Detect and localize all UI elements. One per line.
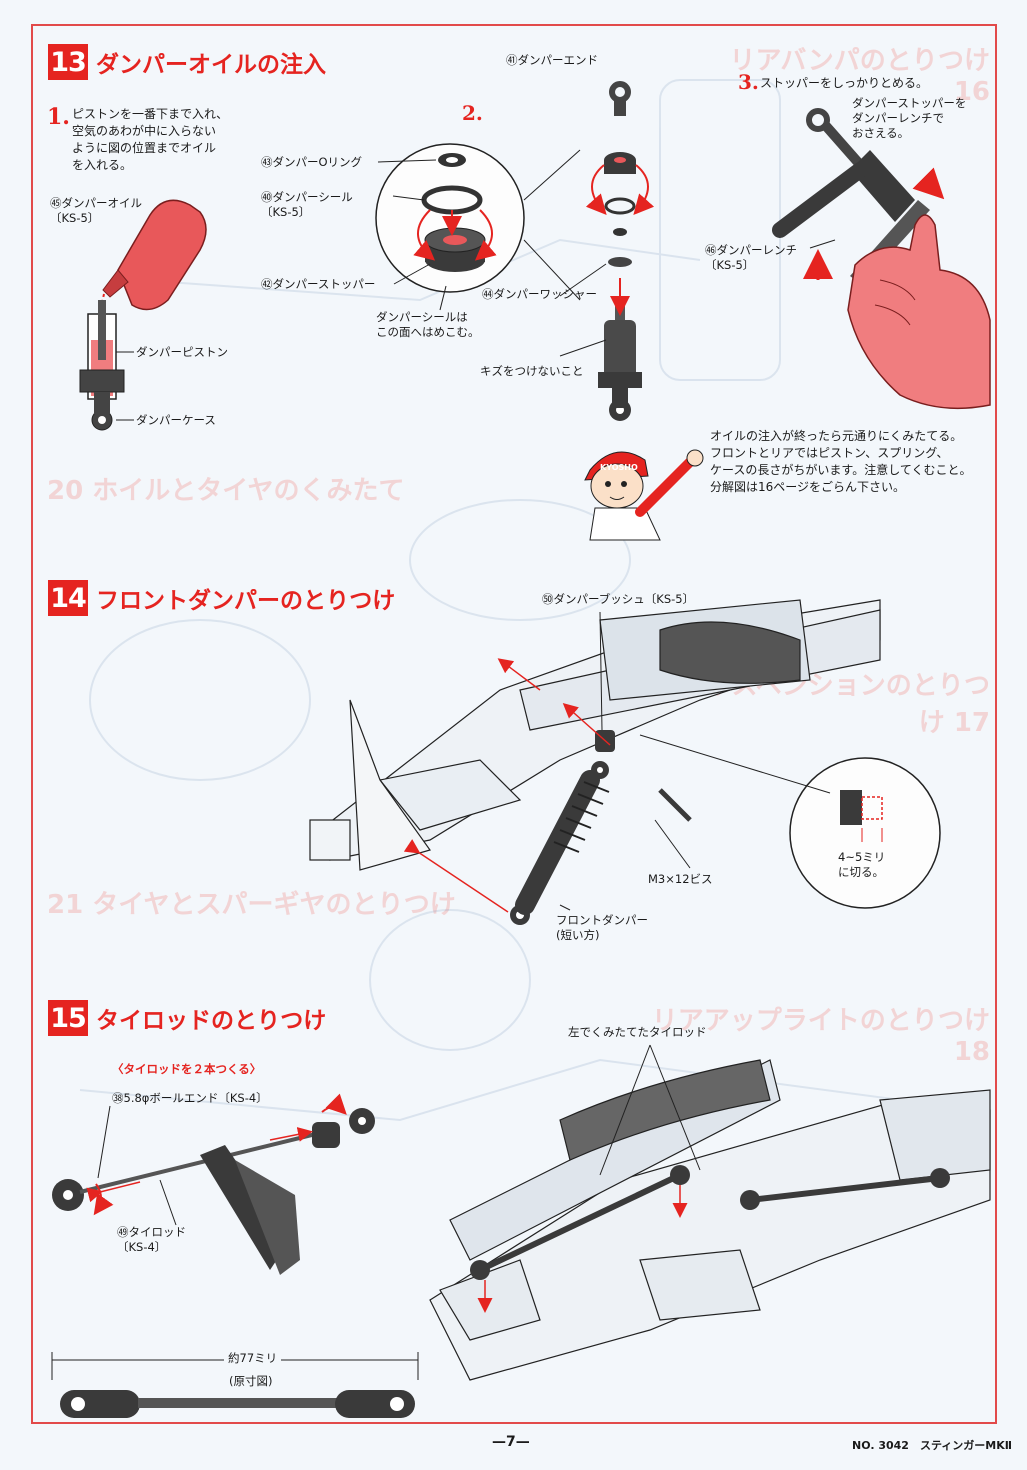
wrench-label: ㊻ダンパーレンチ 〔KS-5〕	[705, 243, 797, 272]
step-3-marker: 3.	[738, 70, 759, 94]
section-title: タイロッドのとりつけ	[96, 1008, 327, 1034]
stopper-label: ㊷ダンパーストッパー	[261, 277, 376, 291]
page-border	[31, 24, 997, 1424]
bush-label: ㊿ダンパーブッシュ〔KS-5〕	[542, 592, 695, 606]
piston-label: ダンパーピストン	[136, 345, 228, 359]
end-label: ㊶ダンパーエンド	[506, 53, 598, 67]
section-number: 13	[48, 44, 88, 80]
front-damper-label: フロントダンパー (短い方)	[556, 913, 648, 942]
washer-label: ㊹ダンパーワッシャー	[482, 287, 597, 301]
damper-exploded-icon	[598, 81, 642, 421]
section-14-header: 14 フロントダンパーのとりつけ	[48, 580, 395, 616]
ghost-heading-21: 21 タイヤとスパーギヤのとりつけ	[47, 890, 456, 920]
section-13-header: 13 ダンパーオイルの注入	[48, 44, 326, 80]
oil-label: ㊺ダンパーオイル 〔KS-5〕	[50, 196, 142, 225]
screw-label: M3×12ビス	[648, 872, 713, 886]
tierod-left-icon	[470, 1165, 690, 1280]
left-tierod-label: 左でくみたてたタイロッド	[568, 1025, 707, 1039]
seal-note: ダンパーシールは この面へはめこむ。	[376, 310, 480, 339]
pliers-icon	[200, 1145, 300, 1275]
make-two-label: 〈タイロッドを２本つくる〉	[112, 1062, 262, 1076]
step-3-text: ストッパーをしっかりとめる。	[760, 76, 929, 90]
tierod-fullsize-icon	[60, 1390, 415, 1418]
section-15-header: 15 タイロッドのとりつけ	[48, 1000, 326, 1036]
reassembly-note: オイルの注入が終ったら元通りにくみたてる。 フロントとリアではピストン、スプリン…	[710, 429, 972, 494]
no-scratch-label: キズをつけないこと	[480, 364, 584, 378]
section-title: ダンパーオイルの注入	[96, 52, 326, 78]
ghost-heading-18: リアアップライトのとりつけ 18	[651, 1006, 990, 1067]
steering-chassis-icon	[429, 1059, 991, 1381]
damper-case-icon	[79, 300, 125, 431]
case-label: ダンパーケース	[136, 413, 216, 427]
ghost-heading-16: リアバンパのとりつけ 16	[729, 46, 990, 107]
length-label: 約77ミリ	[224, 1351, 282, 1366]
ghost-heading-20: 20 ホイルとタイヤのくみたて	[47, 476, 405, 506]
tierod-assembly-icon	[52, 1108, 375, 1211]
mascot-cap-text: KYOSHO	[600, 463, 638, 472]
page-number: —7—	[492, 1434, 530, 1450]
hand-icon	[847, 214, 991, 410]
tierod-label: ㊾タイロッド 〔KS-4〕	[117, 1225, 186, 1254]
front-damper-icon	[510, 761, 610, 925]
step-2-marker: 2.	[462, 101, 483, 125]
step-1-marker: 1.	[47, 104, 70, 130]
m3-screw-icon	[658, 788, 692, 822]
scale-label: (原寸図)	[229, 1374, 273, 1388]
model-number: NO. 3042 スティンガーMKⅡ	[852, 1439, 1012, 1452]
ball-end-label: ㊳5.8φボールエンド〔KS-4〕	[112, 1091, 268, 1105]
cut-detail-circle	[789, 757, 941, 909]
oil-bottle-icon	[99, 199, 207, 313]
step-3-hint: ダンパーストッパーを ダンパーレンチで おさえる。	[852, 96, 967, 140]
oring-label: ㊸ダンパーOリング	[261, 155, 363, 169]
step-1-text: ピストンを一番下まで入れ、 空気のあわが中に入らない ように図の位置までオイル …	[72, 107, 229, 172]
cut-label: 4~5ミリ に切る。	[838, 850, 886, 879]
section-title: フロントダンパーのとりつけ	[96, 588, 396, 614]
seal-label: ㊵ダンパーシール 〔KS-5〕	[261, 190, 353, 219]
section-number: 14	[48, 580, 88, 616]
section-number: 15	[48, 1000, 88, 1036]
damper-wrench-icon	[772, 108, 930, 285]
mascot-kid-icon: KYOSHO	[584, 449, 704, 541]
tierod-right-icon	[740, 1168, 950, 1210]
